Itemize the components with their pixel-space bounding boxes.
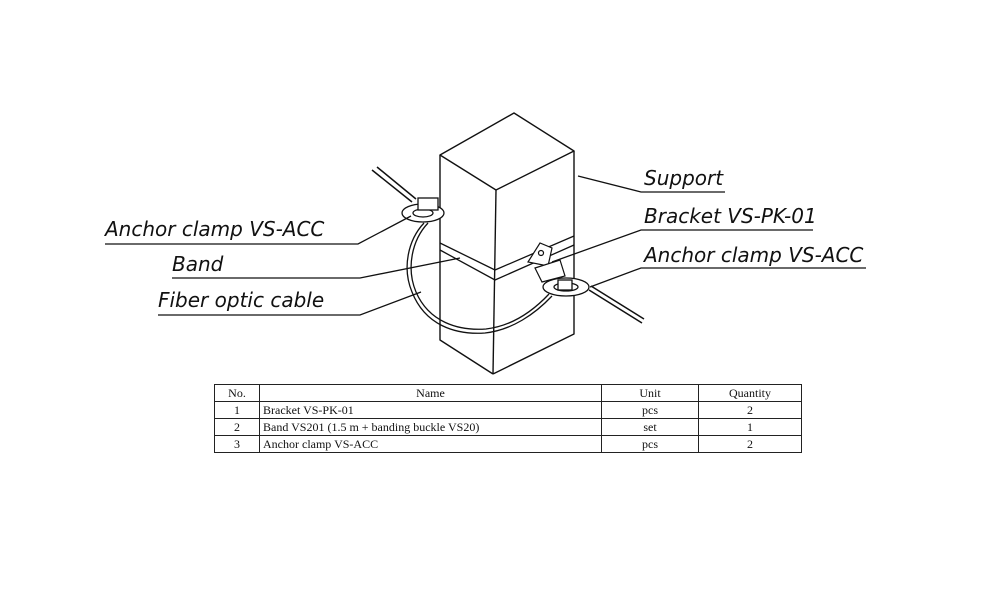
fiber-optic-cable <box>406 222 553 334</box>
bracket-vs-pk-01 <box>527 242 566 283</box>
cell-name: Bracket VS-PK-01 <box>259 401 602 419</box>
cell-quantity: 2 <box>698 435 802 453</box>
label-anchor-clamp-left: Anchor clamp VS-ACC <box>103 217 324 241</box>
cell-no: 1 <box>214 401 260 419</box>
table-row: 3 Anchor clamp VS-ACC pcs 2 <box>214 435 802 453</box>
table-row: 2 Band VS201 (1.5 m + banding buckle VS2… <box>214 418 802 436</box>
cell-quantity: 2 <box>698 401 802 419</box>
table-header-row: No. Name Unit Quantity <box>214 384 802 402</box>
cell-name: Anchor clamp VS-ACC <box>259 435 602 453</box>
cell-name: Band VS201 (1.5 m + banding buckle VS20) <box>259 418 602 436</box>
label-bracket: Bracket VS-PK-01 <box>644 204 817 228</box>
label-fiber-optic-cable: Fiber optic cable <box>158 288 324 312</box>
header-unit: Unit <box>601 384 699 402</box>
label-anchor-clamp-right: Anchor clamp VS-ACC <box>642 243 863 267</box>
cell-no: 2 <box>214 418 260 436</box>
label-support: Support <box>644 166 724 190</box>
cell-unit: pcs <box>601 401 699 419</box>
components-table: No. Name Unit Quantity 1 Bracket VS-PK-0… <box>214 384 802 453</box>
header-quantity: Quantity <box>698 384 802 402</box>
cell-quantity: 1 <box>698 418 802 436</box>
header-no: No. <box>214 384 260 402</box>
header-name: Name <box>259 384 602 402</box>
table-row: 1 Bracket VS-PK-01 pcs 2 <box>214 401 802 419</box>
messenger-wires <box>371 166 645 324</box>
label-band: Band <box>172 252 224 276</box>
cell-unit: set <box>601 418 699 436</box>
anchor-clamp-right <box>542 277 590 297</box>
support-post <box>439 112 575 375</box>
leader-lines <box>105 175 866 316</box>
cell-no: 3 <box>214 435 260 453</box>
anchor-clamp-left <box>401 197 445 223</box>
cell-unit: pcs <box>601 435 699 453</box>
